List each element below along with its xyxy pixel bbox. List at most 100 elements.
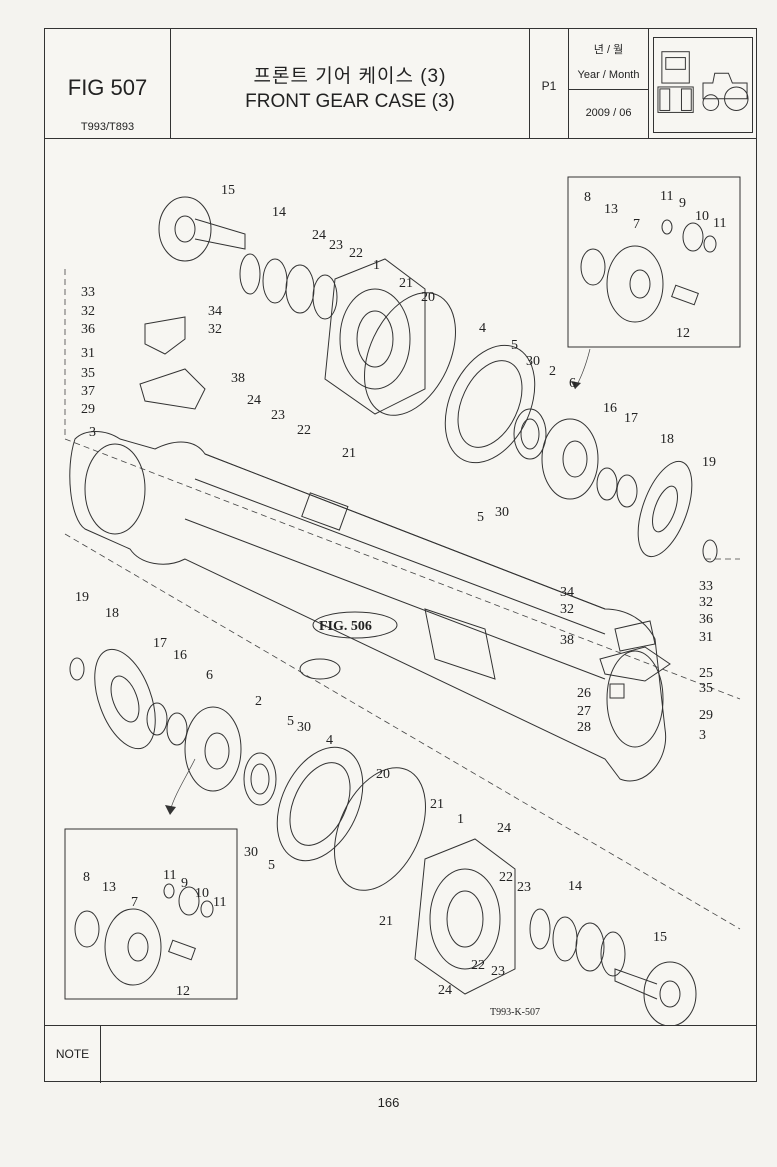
label-30-top-b: 30 [495,505,509,520]
label-32-right-b: 32 [699,595,713,610]
label-3-top: 3 [89,425,96,440]
label-19-bottom: 19 [75,590,89,605]
label-32-top-a: 32 [81,304,95,319]
label-22-bottom-a: 22 [499,870,513,885]
label-24-top-b: 24 [247,393,261,408]
label-31-right: 31 [699,630,713,645]
label-4-top: 4 [479,321,486,336]
label-5-bottom-b: 5 [268,858,275,873]
label-2-bottom: 2 [255,694,262,709]
front-axle-housing [69,431,667,782]
title-cell: 프론트 기어 케이스 (3) FRONT GEAR CASE (3) [171,29,530,138]
label-36-right: 36 [699,612,713,627]
label-18-top: 18 [660,432,674,447]
label-14-top: 14 [272,205,286,220]
inset-bottom-label-7: 7 [131,895,138,910]
note-label: NOTE [45,1026,101,1083]
label-38-right: 38 [560,633,574,648]
label-1-top: 1 [373,258,380,273]
label-22-bottom-b: 22 [471,958,485,973]
title-korean: 프론트 기어 케이스 (3) [253,66,447,87]
label-16-bottom: 16 [173,648,187,663]
label-31-top: 31 [81,346,95,361]
label-23-bottom-a: 23 [517,880,531,895]
label-21-top-b: 21 [342,446,356,461]
label-23-top-b: 23 [271,408,285,423]
label-28-right: 28 [577,720,591,735]
label-26-right: 26 [577,686,591,701]
label-20-bottom: 20 [376,767,390,782]
inset-bottom-label-13: 13 [102,880,116,895]
inset-top-label-8: 8 [584,190,591,205]
label-18-bottom: 18 [105,606,119,621]
note-row: NOTE [45,1025,756,1083]
catalog-page-frame: FIG 507 T993/T893 프론트 기어 케이스 (3) FRONT G… [44,28,757,1083]
tractor-icon [653,37,753,133]
inset-top-label-9: 9 [679,196,686,211]
label-24-bottom-b: 24 [438,983,452,998]
label-34-right: 34 [560,585,574,600]
label-33-top: 33 [81,285,95,300]
drawing-code: T993-K-507 [490,1007,540,1018]
label-20-top: 20 [421,290,435,305]
page-header: FIG 507 T993/T893 프론트 기어 케이스 (3) FRONT G… [45,29,756,139]
label-30-bottom-a: 30 [297,720,311,735]
date-cell: 년 / 월 Year / Month 2009 / 06 [569,29,649,138]
inset-top-label-7: 7 [633,217,640,232]
label-23-bottom-b: 23 [491,964,505,979]
planet-carrier-top [541,418,599,500]
label-30-bottom-b: 30 [244,845,258,860]
label-25-right: 25 [699,666,713,681]
label-5-top-b: 5 [477,510,484,525]
label-29-top: 29 [81,402,95,417]
label-5-bottom-a: 5 [287,714,294,729]
label-35-right: 35 [699,681,713,696]
figure-number: FIG 507 [67,75,148,100]
label-14-bottom: 14 [568,879,582,894]
inset-bottom-label-11-b: 11 [213,895,226,910]
label-24-bottom-a: 24 [497,821,511,836]
inset-bottom-box [64,828,238,1000]
label-15-bottom: 15 [653,930,667,945]
page-code-cell: P1 [530,29,569,138]
label-22-top: 22 [349,246,363,261]
label-27-right: 27 [577,704,591,719]
label-32-right-a: 32 [560,602,574,617]
label-35-top: 35 [81,366,95,381]
label-21-bottom-a: 21 [430,797,444,812]
label-30-top-a: 30 [526,354,540,369]
inset-top-label-11-b: 11 [713,216,726,231]
gear-case-top [324,258,426,415]
axle-flange-top [158,196,246,262]
label-24-top: 24 [312,228,326,243]
date-label-english: Year / Month [577,69,640,81]
date-label-korean: 년 / 월 [593,44,624,56]
label-2-top: 2 [549,364,556,379]
fig-ref-bubble [312,611,398,639]
title-english: FRONT GEAR CASE (3) [245,91,455,112]
label-6-top: 6 [569,376,576,391]
date-divider [569,89,648,90]
inset-top-label-12: 12 [676,326,690,341]
label-23-top: 23 [329,238,343,253]
label-29-right: 29 [699,708,713,723]
label-17-bottom: 17 [153,636,167,651]
label-32-top-b: 32 [208,322,222,337]
label-21-top-a: 21 [399,276,413,291]
inset-bottom-label-12: 12 [176,984,190,999]
label-1-bottom: 1 [457,812,464,827]
page-number: 166 [377,1095,400,1110]
inset-bottom-label-11-a: 11 [163,868,176,883]
inset-bottom-label-9: 9 [181,876,188,891]
inset-bottom-label-8: 8 [83,870,90,885]
label-22-top-b: 22 [297,423,311,438]
label-36-top: 36 [81,322,95,337]
fig-cell: FIG 507 T993/T893 [45,29,171,138]
label-33-right: 33 [699,579,713,594]
label-6-bottom: 6 [206,668,213,683]
page-code: P1 [541,79,557,93]
model-code: T993/T893 [80,121,135,133]
label-21-bottom-b: 21 [379,914,393,929]
inset-top-label-10: 10 [695,209,709,224]
label-34-top: 34 [208,304,222,319]
